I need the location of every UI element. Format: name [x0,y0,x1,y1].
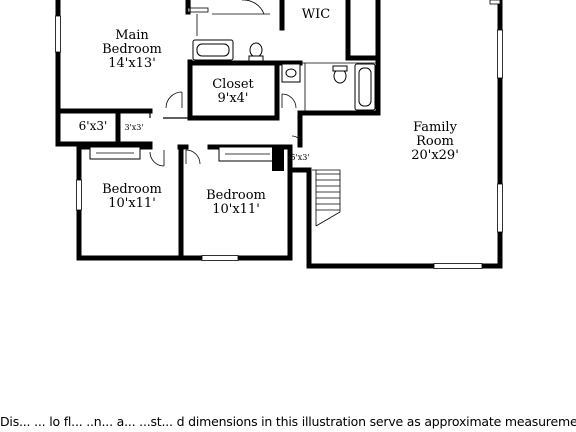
window-top-right [489,0,501,5]
door-wic-swing [242,0,265,15]
room-label-family-room: Family Room 20'x29' [411,120,459,164]
staircase [312,169,341,227]
disclaimer-text: Dis... ... lo fl... ..n... a... ...st...… [0,414,576,429]
walls [55,0,503,269]
window-family-right-lower [497,183,503,233]
window-bed-bottom [201,255,239,261]
room-label-hall-closet-b: 3'x3' [124,123,144,132]
room-label-hall-closet-a: 6'x3' [78,119,108,133]
room-label-stair-closet: 5'x3' [290,153,310,162]
room-label-wic: WIC [301,7,331,22]
window-bath-top [187,7,209,13]
door-closet-swing [165,91,183,109]
window-family-right-upper [497,29,503,79]
door-hall-swing-a [149,151,165,167]
toilet-main [249,42,263,58]
door-stair-closet [291,135,303,147]
window-family-bottom [433,263,483,269]
door-bath-swing [281,93,297,109]
chimney-block [272,147,284,171]
room-label-bedroom-right: Bedroom 10'x11' [206,188,266,218]
room-label-closet: Closet 9'x4' [212,77,254,107]
doors [149,0,303,167]
room-label-bedroom-left: Bedroom 10'x11' [102,182,162,212]
windows [55,0,503,269]
room-label-main-bedroom: Main Bedroom 14'x13' [102,28,162,72]
window-main-left [55,15,61,53]
fixtures [89,39,378,227]
door-hall-swing-b [185,149,201,165]
window-bed-left [76,179,82,211]
